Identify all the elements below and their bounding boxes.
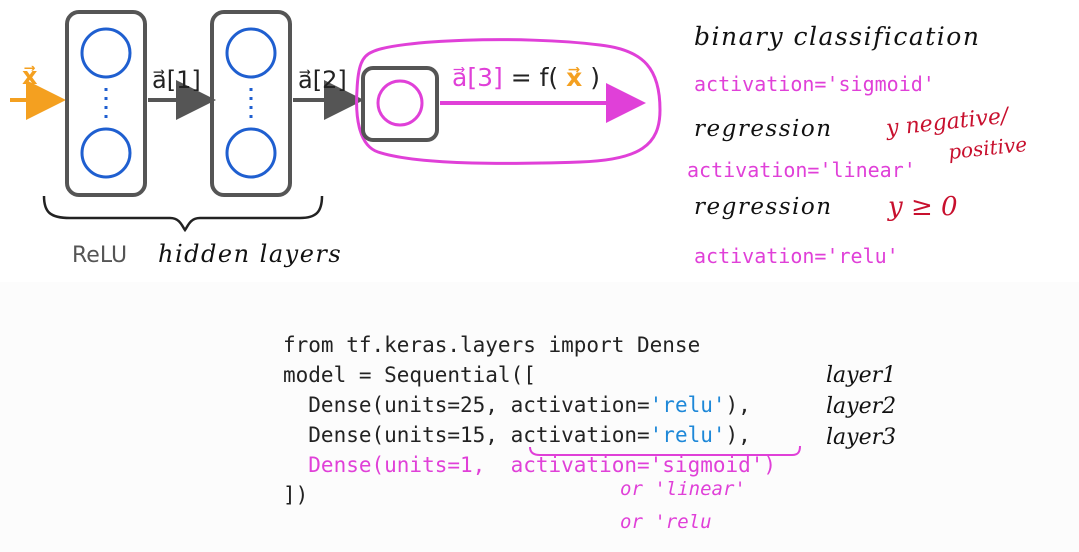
layer-label-2: layer2 (826, 394, 897, 419)
hidden-label-1: a⃗[1] (152, 66, 201, 94)
hidden-layer-1-neuron-bottom (80, 127, 132, 179)
code-line-dense-1-activation: 'relu' (649, 393, 726, 417)
regression-note-2: regression (694, 194, 833, 220)
hidden-layer-2-box (210, 10, 292, 197)
hidden-layers-label: hidden layers (158, 240, 342, 268)
code-line-model: model = Sequential([ (283, 363, 536, 387)
activation-sigmoid-note: activation='sigmoid' (694, 72, 935, 96)
input-label: x⃗ (22, 62, 38, 90)
output-neuron (376, 79, 424, 127)
y-nonnegative-note: y ≥ 0 (888, 192, 958, 222)
hidden-layer-1-box (65, 10, 147, 197)
alternative-linear: or 'linear' (620, 478, 746, 500)
code-line-dense-1-post: ), (725, 393, 751, 417)
regression-note-1: regression (694, 116, 833, 142)
hidden-layer-2-neuron-bottom (225, 127, 277, 179)
output-label-eq: = f( (511, 63, 558, 92)
code-line-dense-1: Dense(units=25, activation='relu'), (283, 390, 776, 420)
code-line-dense-2-post: ), (725, 423, 751, 447)
binary-classification-note: binary classification (694, 22, 981, 51)
diagram-background (0, 0, 1079, 282)
activation-relu-note: activation='relu' (694, 244, 899, 268)
output-layer-box (361, 66, 439, 142)
hidden-layer-1-neuron-top (80, 27, 132, 79)
hidden-layers-brace (42, 195, 324, 233)
layer-label-1: layer1 (826, 363, 897, 388)
relu-label: ReLU (72, 243, 127, 268)
code-line-dense-2-activation: 'relu' (649, 423, 726, 447)
output-label-close: ) (590, 63, 600, 92)
activation-linear-note: activation='linear' (687, 158, 916, 182)
hidden-layer-2-neuron-top (225, 27, 277, 79)
code-line-dense-2: Dense(units=15, activation='relu'), (283, 420, 776, 450)
hidden-label-2: a⃗[2] (298, 66, 347, 94)
code-line-dense-1-pre: Dense(units=25, activation= (283, 393, 650, 417)
output-label-a: a⃗[3] (452, 63, 503, 92)
output-highlight-loop (355, 38, 662, 165)
network-diagram: x⃗ a⃗[1] a⃗[2] a⃗[3] = f( x⃗ ) ReLU hidd… (10, 10, 662, 268)
code-block: from tf.keras.layers import Dense model =… (283, 300, 776, 540)
code-line-dense-3: Dense(units=1, activation='sigmoid') (283, 453, 777, 477)
code-line-import: from tf.keras.layers import Dense (283, 333, 701, 357)
alternative-relu: or 'relu (620, 511, 712, 533)
code-line-close: ]) (283, 483, 309, 507)
code-background (0, 282, 1079, 552)
output-label: a⃗[3] = f( x⃗ ) (452, 63, 600, 92)
output-label-x: x⃗ (566, 63, 582, 92)
layer-label-3: layer3 (826, 425, 897, 450)
code-line-dense-2-pre: Dense(units=15, activation= (283, 423, 650, 447)
sigmoid-underline (529, 445, 801, 456)
